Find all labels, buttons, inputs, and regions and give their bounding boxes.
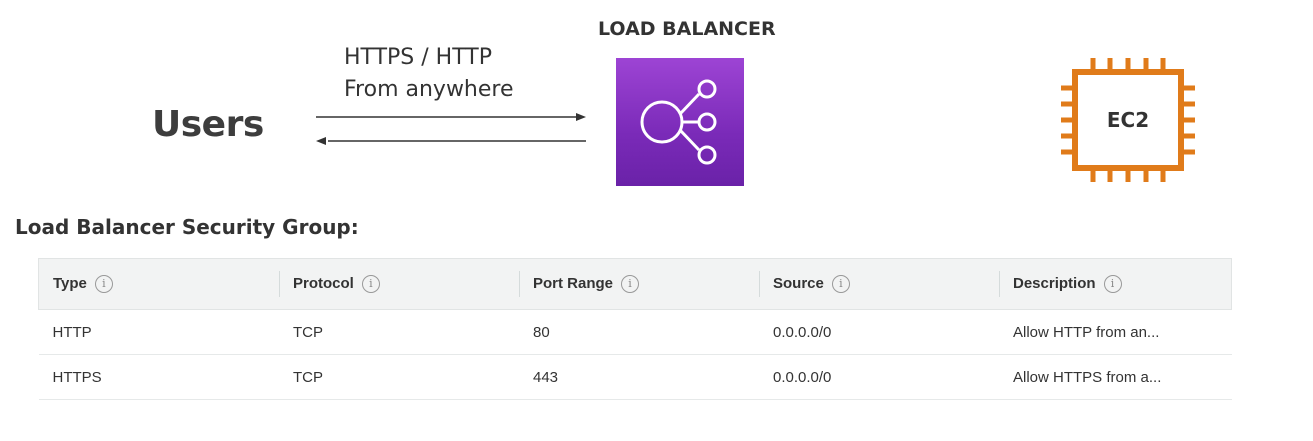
inbound-arrowhead [576,113,586,121]
security-group-title: Load Balancer Security Group: [15,215,359,239]
cell-description: Allow HTTPS from a... [999,354,1232,400]
outbound-arrowhead [316,137,326,145]
cell-source: 0.0.0.0/0 [759,354,999,400]
load-balancer-box [616,58,744,186]
column-header-protocol: Protocol i [279,258,519,310]
column-header-label: Description [1013,274,1096,292]
column-header-label: Protocol [293,274,354,292]
cell-protocol: TCP [279,309,519,355]
cell-protocol: TCP [279,354,519,400]
column-header-label: Source [773,274,824,292]
info-icon[interactable]: i [831,275,850,294]
column-header-label: Type [53,274,87,292]
ec2-label: EC2 [1106,108,1150,132]
cell-type: HTTPS [38,354,279,400]
cell-port-range: 443 [519,354,759,400]
info-icon[interactable]: i [94,275,113,294]
info-icon[interactable]: i [621,275,640,294]
traffic-arrows [316,113,586,145]
table-row[interactable]: HTTP TCP 80 0.0.0.0/0 Allow HTTP from an… [38,309,1232,355]
ec2-chip-icon [1061,58,1195,182]
cell-source: 0.0.0.0/0 [759,309,999,355]
cell-port-range: 80 [519,309,759,355]
protocol-line-1: HTTPS / HTTP [344,45,492,70]
table-row[interactable]: HTTPS TCP 443 0.0.0.0/0 Allow HTTPS from… [38,354,1232,400]
cell-description: Allow HTTP from an... [999,309,1232,355]
load-balancer-icon [640,79,717,165]
protocol-line-2: From anywhere [344,77,514,102]
info-icon[interactable]: i [361,275,380,294]
users-label: Users [152,104,264,145]
cell-type: HTTP [38,309,279,355]
load-balancer-title: LOAD BALANCER [598,18,776,40]
protocol-annotation: HTTPS / HTTP From anywhere [344,42,514,106]
info-icon[interactable]: i [1103,275,1122,294]
column-header-port-range: Port Range i [519,258,759,310]
column-header-description: Description i [999,258,1232,310]
column-header-label: Port Range [533,274,614,292]
